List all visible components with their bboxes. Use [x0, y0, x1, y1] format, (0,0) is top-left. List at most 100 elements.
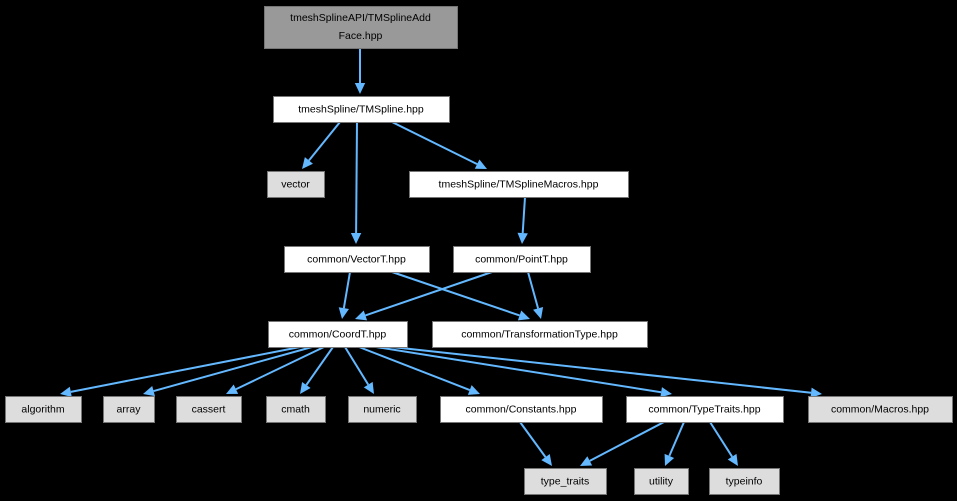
edge-line	[235, 346, 325, 391]
graph-edge	[355, 271, 493, 321]
edge-arrowhead	[338, 307, 349, 319]
graph-node-tmspline[interactable]: tmeshSpline/TMSpline.hpptmeshSpline/TMSp…	[273, 96, 450, 123]
edge-line	[527, 271, 540, 309]
edge-arrowhead	[467, 385, 480, 395]
graph-edge	[391, 271, 530, 321]
edge-line	[308, 121, 341, 162]
node-label: common/Constants.hpp	[466, 403, 577, 415]
edge-line	[391, 121, 478, 166]
edge-arrowhead	[727, 453, 738, 466]
node-label: common/Macros.hpp	[831, 403, 929, 415]
node-box[interactable]	[524, 468, 607, 495]
node-box[interactable]	[348, 396, 417, 423]
graph-edge	[60, 346, 301, 397]
node-box[interactable]	[267, 171, 325, 198]
edge-arrowhead	[143, 386, 155, 397]
edge-line	[391, 346, 812, 394]
graph-edge	[391, 346, 822, 398]
node-label: vector	[281, 178, 310, 190]
graph-node-algorithm[interactable]: algorithmalgorithm	[5, 396, 82, 423]
node-box[interactable]	[709, 468, 780, 495]
edge-arrowhead	[580, 456, 593, 466]
graph-node-vector[interactable]: vectorvector	[267, 171, 325, 198]
node-box[interactable]	[453, 246, 591, 273]
graph-edge	[709, 421, 738, 466]
graph-edge	[391, 121, 487, 169]
node-box[interactable]	[284, 246, 430, 273]
graph-node-utility[interactable]: utilityutility	[634, 468, 689, 495]
graph-node-root[interactable]: tmeshSplineAPI/TMSplineAddFace.hpptmeshS…	[264, 6, 458, 49]
node-box[interactable]	[176, 396, 242, 423]
node-box[interactable]	[808, 396, 953, 423]
graph-node-cassert[interactable]: cassertcassert	[176, 396, 242, 423]
edge-line	[344, 346, 370, 386]
edge-line	[358, 346, 471, 391]
graph-node-numeric[interactable]: numericnumeric	[348, 396, 417, 423]
graph-node-array[interactable]: arrayarray	[103, 396, 155, 423]
graph-edge	[338, 271, 351, 319]
graph-edge	[354, 48, 366, 94]
node-label: utility	[649, 475, 674, 487]
node-label: tmeshSpline/TMSplineMacros.hpp	[439, 178, 599, 190]
edge-line	[391, 271, 520, 317]
node-box[interactable]	[409, 171, 629, 198]
graph-edge	[358, 346, 480, 395]
edge-arrowhead	[517, 310, 530, 321]
edge-line	[668, 421, 685, 457]
node-label: array	[117, 403, 142, 415]
graph-node-tmsplinemacros[interactable]: tmeshSpline/TMSplineMacros.hpptmeshSplin…	[409, 171, 629, 198]
edge-arrowhead	[354, 83, 366, 94]
graph-edge	[350, 121, 362, 244]
node-box[interactable]	[634, 468, 689, 495]
edge-line	[70, 346, 301, 393]
graph-node-transformationtype[interactable]: common/TransformationType.hppcommon/Tran…	[432, 321, 648, 348]
edges-layer	[60, 48, 822, 466]
node-label: cassert	[192, 403, 226, 415]
node-label: common/VectorT.hpp	[307, 253, 406, 265]
edge-arrowhead	[226, 384, 239, 394]
edge-arrowhead	[810, 387, 822, 398]
node-box[interactable]	[626, 396, 784, 423]
graph-edge	[580, 421, 665, 466]
edge-arrowhead	[355, 310, 368, 321]
node-label: numeric	[363, 403, 400, 415]
edge-line	[153, 346, 313, 393]
graph-node-type_traits[interactable]: type_traitstype_traits	[524, 468, 607, 495]
graph-edge	[519, 421, 552, 466]
graph-node-typetraits[interactable]: common/TypeTraits.hppcommon/TypeTraits.h…	[626, 396, 784, 423]
edge-arrowhead	[60, 386, 72, 397]
node-label: common/PointT.hpp	[475, 253, 568, 265]
graph-edge	[302, 121, 341, 169]
edge-line	[342, 271, 351, 309]
node-box[interactable]	[273, 96, 450, 123]
edge-arrowhead	[350, 232, 362, 244]
edge-line	[589, 421, 665, 462]
edge-arrowhead	[533, 307, 544, 319]
node-box[interactable]	[264, 6, 458, 49]
node-label: common/TransformationType.hpp	[461, 328, 618, 340]
edge-line	[305, 346, 334, 386]
node-box[interactable]	[268, 321, 408, 348]
node-box[interactable]	[432, 321, 648, 348]
graph-edge	[375, 346, 672, 398]
edge-line	[709, 421, 733, 458]
graph-node-cmath[interactable]: cmathcmath	[266, 396, 326, 423]
node-box[interactable]	[5, 396, 82, 423]
graph-edge	[664, 421, 685, 466]
node-box[interactable]	[103, 396, 155, 423]
node-label: common/CoordT.hpp	[289, 328, 387, 340]
node-box[interactable]	[266, 396, 326, 423]
edge-arrowhead	[302, 157, 313, 169]
node-box[interactable]	[440, 396, 603, 423]
nodes-layer: tmeshSplineAPI/TMSplineAddFace.hpptmeshS…	[5, 6, 953, 495]
node-label: cmath	[281, 403, 310, 415]
graph-node-typeinfo[interactable]: typeinfotypeinfo	[709, 468, 780, 495]
edge-arrowhead	[664, 453, 675, 466]
node-label: type_traits	[541, 475, 589, 487]
edge-arrowhead	[541, 454, 552, 466]
